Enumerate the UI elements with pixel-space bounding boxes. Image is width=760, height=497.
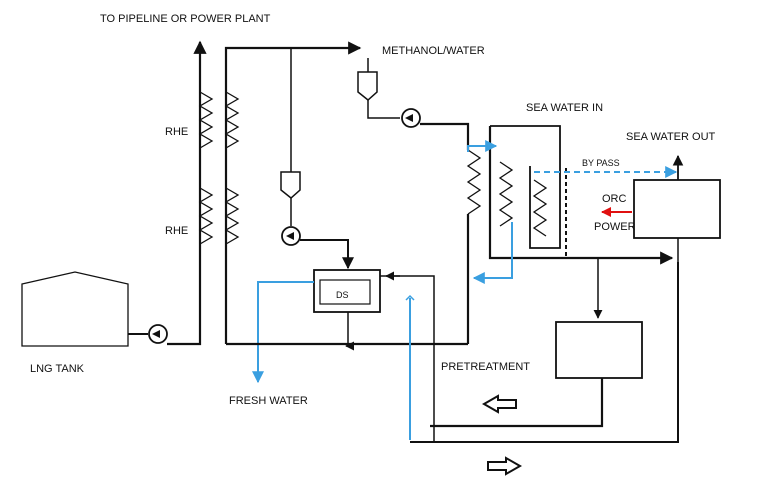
methanol-pump-icon <box>401 108 421 128</box>
pretreat-out-line <box>430 378 604 428</box>
sea-water-in-loop <box>490 125 561 249</box>
ds-inner <box>319 279 371 305</box>
seawater-heat-exchanger <box>466 149 548 237</box>
pipeline-label: TO PIPELINE OR POWER PLANT <box>100 13 271 25</box>
bottom-return-line <box>410 262 679 443</box>
rhe-bottom-label: RHE <box>165 225 188 237</box>
power-label: POWER <box>594 221 636 233</box>
flow-right-icon <box>487 456 523 476</box>
pretreatment-unit <box>555 321 643 379</box>
orc-label: ORC <box>602 193 627 205</box>
methanol-vessel-icon <box>357 71 378 101</box>
sea-water-return-stream <box>472 222 513 284</box>
lng-main-line <box>167 40 207 346</box>
fresh-water-label: FRESH WATER <box>229 395 308 407</box>
rhe-top-label: RHE <box>165 126 188 138</box>
ds-right-line <box>380 275 435 442</box>
sea-water-in-label: SEA WATER IN <box>526 102 603 114</box>
ds-label: DS <box>336 290 349 300</box>
methanol-to-sw-hx <box>420 122 470 150</box>
bypass-label: BY PASS <box>582 158 620 168</box>
sea-water-out-label: SEA WATER OUT <box>626 131 716 143</box>
pretreatment-label: PRETREATMENT <box>441 361 530 373</box>
rhe-heat-exchanger <box>198 91 240 245</box>
lng-tank <box>21 271 129 347</box>
flow-left-icon <box>481 394 517 414</box>
lng-tank-label: LNG TANK <box>30 363 85 375</box>
lng-pump-icon <box>148 324 168 344</box>
sea-water-in-stream <box>467 140 498 152</box>
methanol-water-label: METHANOL/WATER <box>382 45 485 57</box>
fresh-water-stream <box>252 281 314 384</box>
ds-pump-icon <box>281 226 301 246</box>
orc-unit <box>633 179 721 239</box>
sea-water-header <box>488 126 674 265</box>
methanol-top-line <box>224 41 362 344</box>
separator-vessel-icon <box>280 171 301 199</box>
ds-unit <box>313 269 381 313</box>
ds-inlet-line <box>300 239 354 270</box>
